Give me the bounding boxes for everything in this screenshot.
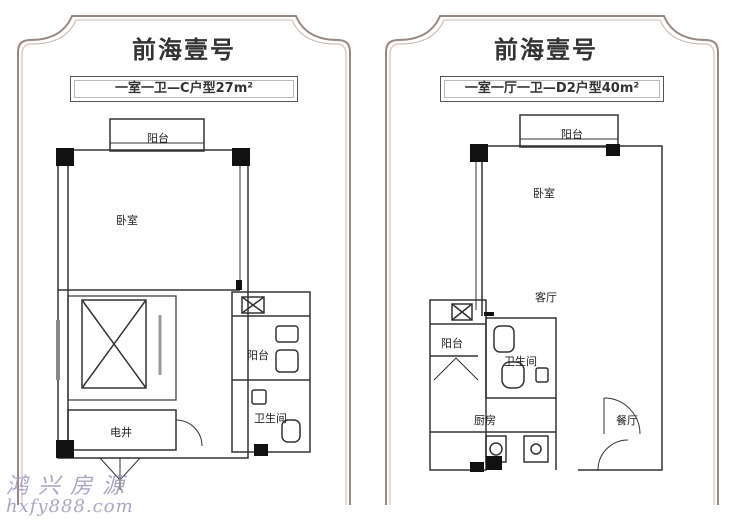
page-title: 前海壹号 <box>494 36 598 64</box>
balcony-top-shape <box>109 118 205 152</box>
watermark-brand: 鸿兴房源 <box>6 474 135 499</box>
outer-wall-shape <box>57 149 249 459</box>
room-label-bathroom: 卫生间 <box>504 355 537 368</box>
unit-type-label: 一室一厅一卫—D2户型40m² <box>440 76 664 102</box>
decorative-frame <box>385 15 719 505</box>
room-label-shaft: 电井 <box>110 426 132 439</box>
room-label-kitchen: 厨房 <box>474 414 496 427</box>
room-label-balcony-top: 阳台 <box>147 132 169 145</box>
room-label-balcony-side: 阳台 <box>441 337 463 350</box>
floorplan-panel-d2: 前海壹号 一室一厅一卫—D2户型40m² <box>368 0 736 520</box>
floorplan-panel-c: 前海壹号 一室一卫—C户型27m² <box>17 15 351 505</box>
decorative-frame <box>17 15 351 505</box>
floor-plan-c <box>56 118 311 490</box>
page-title: 前海壹号 <box>132 36 236 64</box>
room-label-dining: 餐厅 <box>616 414 638 427</box>
room-label-bedroom: 卧室 <box>116 214 138 227</box>
room-label-bedroom: 卧室 <box>533 187 555 200</box>
room-label-balcony-top: 阳台 <box>561 128 583 141</box>
floor-plan-d2 <box>429 114 663 472</box>
area-unit: m² <box>619 81 640 96</box>
room-label-balcony-side: 阳台 <box>247 349 269 362</box>
room-label-living: 客厅 <box>535 291 557 304</box>
area-unit: m² <box>233 81 253 96</box>
unit-type-label: 一室一卫—C户型27m² <box>70 76 298 102</box>
watermark-url: hxfy888.com <box>6 496 134 517</box>
unit-type-text: 一室一卫—C户型27 <box>115 81 234 96</box>
room-label-bathroom: 卫生间 <box>254 412 287 425</box>
unit-type-text: 一室一厅一卫—D2户型40 <box>464 81 620 96</box>
